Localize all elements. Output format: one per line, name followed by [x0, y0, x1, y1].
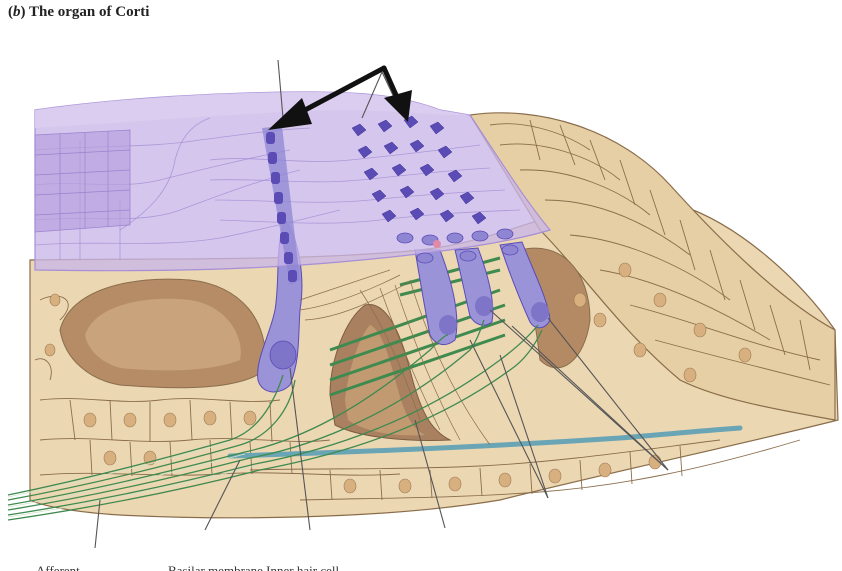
tectorial-layers: [34, 117, 521, 260]
arrow-head-left: [268, 98, 312, 130]
nerve-fibers-light: [7, 441, 256, 518]
outer-hair-cell-1-nucleus: [439, 315, 457, 335]
tectorial-top-surface: [35, 92, 470, 128]
tectorial-left-grid: [34, 131, 131, 230]
inner-stereocilia-column: [262, 126, 300, 285]
outer-hair-cell-3-nucleus: [531, 302, 549, 322]
inner-sulcus-shade: [85, 298, 241, 371]
support-nuclei: [44, 292, 662, 494]
figure-part-letter: b: [13, 4, 21, 20]
pillar-fan: [299, 269, 491, 446]
inner-hair-cell-nucleus: [269, 340, 297, 370]
basilar-membrane: [227, 425, 743, 459]
outer-hair-cells: [414, 241, 551, 346]
bottom-label-afferent: Afferent: [36, 563, 80, 571]
outer-hair-cell-2-nucleus: [475, 296, 493, 316]
highlight-arrows: [268, 65, 412, 130]
arrow-head-right: [384, 90, 412, 122]
pink-marker: [433, 240, 441, 248]
ridge-nuclei: [593, 262, 752, 383]
figure-title: (b) The organ of Corti: [8, 4, 150, 20]
outer-tissue-ridge: [469, 112, 836, 421]
bottom-label-basilar-inner: Basilar membrane Inner hair cell: [168, 563, 340, 571]
outer-hair-cell-tops: [396, 228, 519, 264]
figure-title-text: The organ of Corti: [28, 4, 150, 20]
nerve-fibers: [7, 319, 543, 521]
leader-lines: [94, 59, 669, 549]
tectorial-left-cells: [34, 129, 131, 233]
